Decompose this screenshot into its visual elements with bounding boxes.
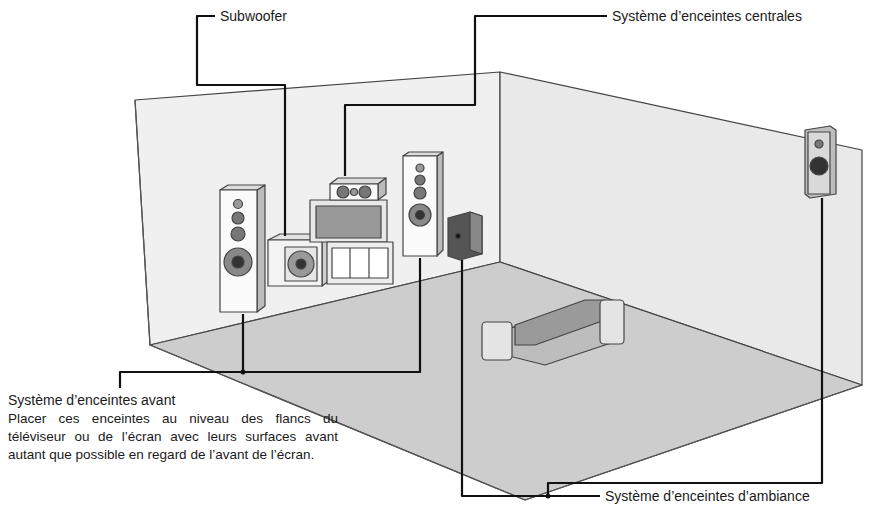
- junction-dot: [241, 370, 246, 375]
- center-speaker: [330, 178, 386, 200]
- part-label: Subwoofer: [220, 7, 287, 25]
- note-text: Placer ces enceintes au niveau des flanc…: [8, 410, 338, 464]
- junction-dot: [546, 494, 551, 499]
- leader-line: [197, 16, 285, 236]
- surround-right-speaker: [805, 126, 836, 198]
- leader-line: [120, 314, 243, 388]
- leader-line: [243, 258, 420, 372]
- tv-set: [310, 200, 393, 284]
- front-left-speaker: [220, 185, 265, 312]
- leader-line: [548, 198, 822, 496]
- front-right-speaker: [403, 152, 443, 256]
- part-label: Système d’enceintes avant: [8, 391, 175, 409]
- leader-line: [345, 16, 607, 176]
- sofa: [482, 300, 624, 365]
- surround-left-speaker: [448, 212, 482, 260]
- part-label: Système d’enceintes d’ambiance: [605, 487, 810, 505]
- part-label: Système d’enceintes centrales: [612, 7, 802, 25]
- leader-line: [462, 260, 600, 496]
